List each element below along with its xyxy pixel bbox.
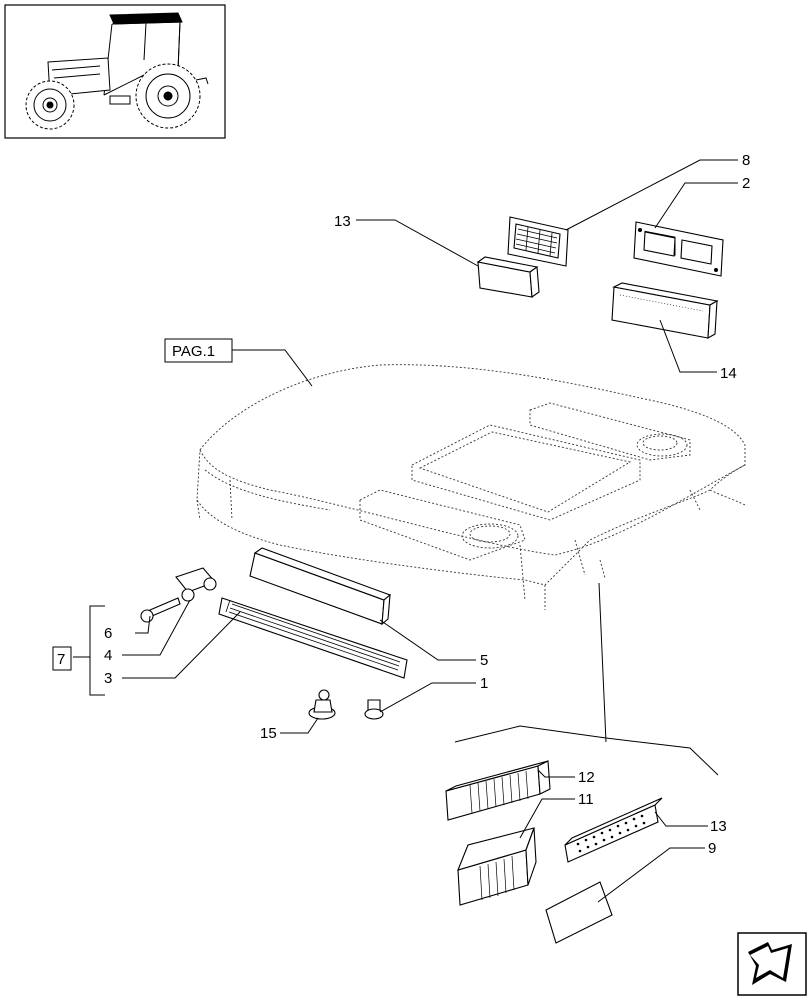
callout-6: 6 bbox=[104, 625, 112, 642]
callout-10: 11 bbox=[578, 791, 594, 808]
callout-9: 9 bbox=[708, 840, 716, 857]
part-6-pin bbox=[140, 597, 181, 623]
part-10-lamp bbox=[457, 827, 537, 906]
part-5-cover bbox=[249, 547, 392, 626]
leader-lines bbox=[73, 159, 738, 903]
callout-12: 13 bbox=[710, 818, 727, 835]
part-1-screw bbox=[364, 699, 384, 720]
group-label: 7 bbox=[57, 651, 65, 668]
part-15-knob bbox=[308, 689, 336, 720]
part-3-strip bbox=[218, 597, 408, 679]
part-9-seal bbox=[545, 881, 613, 944]
return-arrow-icon bbox=[748, 942, 792, 985]
part-2-frame bbox=[633, 221, 724, 277]
callout-14: 14 bbox=[720, 365, 737, 382]
callout-15: 15 bbox=[260, 725, 277, 742]
callout-3: 3 bbox=[104, 670, 112, 687]
part-14-lens bbox=[611, 282, 719, 339]
ref-label: PAG.1 bbox=[172, 343, 215, 360]
callout-labels: 13 8 2 14 6 4 3 5 1 15 12 11 13 9 bbox=[104, 152, 750, 857]
part-12-lamp bbox=[564, 797, 663, 863]
variant-bracket bbox=[454, 582, 719, 776]
callout-8: 8 bbox=[742, 152, 750, 169]
group-label-box: 7 bbox=[52, 646, 72, 671]
callout-13: 13 bbox=[334, 213, 351, 230]
part-8-air-vent bbox=[507, 216, 569, 267]
callout-5: 5 bbox=[480, 652, 488, 669]
callout-4: 4 bbox=[104, 647, 112, 664]
callout-2: 2 bbox=[742, 175, 750, 192]
cab-roof bbox=[196, 364, 746, 610]
part-4-hinge bbox=[175, 567, 217, 602]
tractor-icon bbox=[25, 12, 209, 130]
callout-11: 12 bbox=[578, 769, 595, 786]
part-11-lamp bbox=[445, 760, 551, 821]
return-arrow-button[interactable] bbox=[737, 932, 807, 996]
callout-1: 1 bbox=[480, 675, 488, 692]
tractor-thumbnail bbox=[4, 4, 226, 139]
part-13-lens bbox=[476, 256, 540, 299]
ref-label-box: PAG.1 bbox=[164, 338, 233, 363]
